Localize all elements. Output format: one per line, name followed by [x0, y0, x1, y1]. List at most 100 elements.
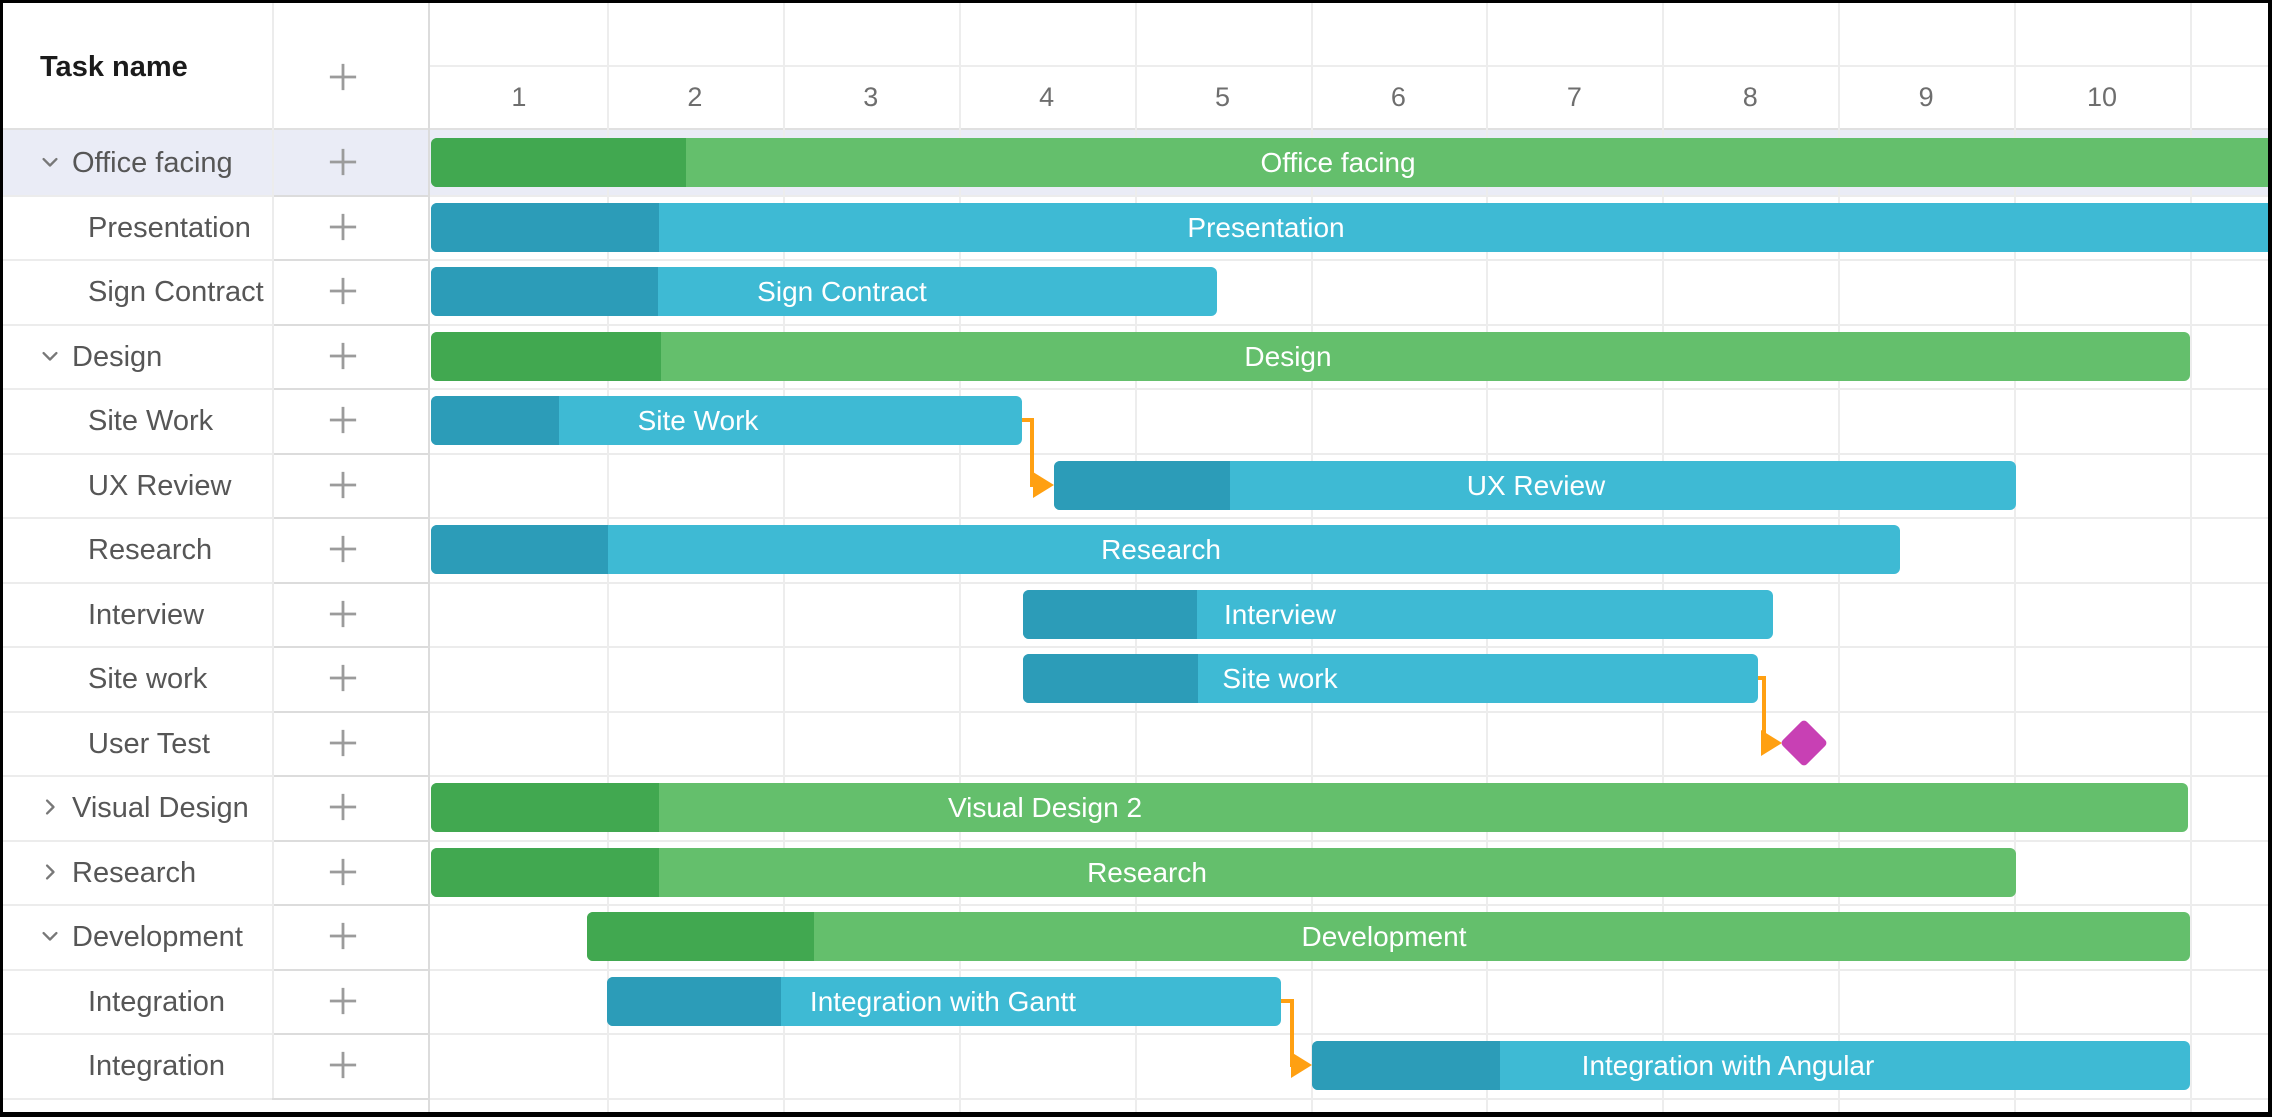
- add-subtask-button[interactable]: [322, 1044, 364, 1086]
- task-progress-fill: [1023, 589, 1197, 639]
- chevron-right-icon[interactable]: [36, 858, 64, 886]
- link-integration-gantt-to-angular-vertical: [1290, 998, 1294, 1068]
- grid-row-research[interactable]: Research: [0, 517, 428, 582]
- plus-icon: [329, 149, 357, 176]
- plus-icon: [329, 342, 357, 369]
- scale-tick-6: 6: [1390, 82, 1406, 112]
- task-name-label: Interview: [88, 598, 205, 631]
- plus-icon: [329, 858, 357, 885]
- task-bar-site-work[interactable]: [431, 396, 1022, 445]
- add-column-separator-line: [272, 388, 428, 390]
- task-bar-presentation[interactable]: [431, 202, 2272, 252]
- add-subtask-button[interactable]: [322, 270, 364, 312]
- scale-tick-5: 5: [1215, 82, 1231, 112]
- grid-row-research[interactable]: Research: [0, 840, 428, 905]
- task-name-label: Site Work: [88, 405, 214, 437]
- task-name-label: UX Review: [88, 469, 232, 502]
- add-column-separator-line: [272, 517, 428, 519]
- task-bar-integration-with-gantt[interactable]: [607, 976, 1281, 1026]
- task-bar-ux-review[interactable]: [1054, 460, 2016, 510]
- link-site-work-to-ux-review-horizontal: [1030, 482, 1034, 487]
- task-bar-office-facing[interactable]: [431, 138, 2272, 187]
- task-progress-fill: [607, 976, 781, 1026]
- task-bar-sign-contract[interactable]: [431, 267, 1217, 316]
- grid-timeline-divider: [428, 0, 430, 1117]
- task-progress-fill: [431, 525, 608, 574]
- grid-row-visual-design[interactable]: Visual Design: [0, 775, 428, 840]
- plus-icon: [329, 536, 357, 563]
- chevron-down-icon[interactable]: [36, 148, 64, 176]
- task-bar-research[interactable]: [431, 847, 2016, 897]
- task-name-label: Site work: [88, 663, 208, 695]
- plus-icon: [329, 63, 357, 91]
- grid-row-sign-contract[interactable]: Sign Contract: [0, 259, 428, 324]
- scale-tick-9: 9: [1918, 82, 1934, 112]
- add-subtask-button[interactable]: [322, 206, 364, 248]
- grid-row-design[interactable]: Design: [0, 324, 428, 389]
- task-name-label: Development: [72, 921, 243, 953]
- add-column-separator-line: [272, 452, 428, 455]
- grid-row-user-test[interactable]: User Test: [0, 711, 428, 776]
- task-name-label: Presentation: [88, 211, 251, 244]
- grid-row-interview[interactable]: Interview: [0, 582, 428, 647]
- task-name-label: Visual Design: [72, 792, 249, 824]
- scale-tick-4: 4: [1039, 82, 1055, 112]
- add-subtask-button[interactable]: [322, 464, 364, 506]
- add-subtask-button[interactable]: [322, 722, 364, 764]
- plus-icon: [329, 213, 357, 240]
- add-subtask-button[interactable]: [322, 399, 364, 441]
- chevron-down-icon[interactable]: [36, 922, 64, 950]
- scale-tick-7: 7: [1566, 82, 1582, 112]
- add-subtask-button[interactable]: [322, 141, 364, 183]
- task-bar-development[interactable]: [587, 912, 2190, 961]
- link-site-work-to-user-test-arrowhead-icon: [1761, 729, 1782, 756]
- scale-tick-3: 3: [863, 82, 879, 112]
- add-subtask-button[interactable]: [322, 528, 364, 570]
- milestone-user-test[interactable]: [1779, 718, 1829, 767]
- task-bar-integration-with-angular[interactable]: [1312, 1041, 2190, 1090]
- task-name-label: Sign Contract: [88, 276, 264, 308]
- add-subtask-button[interactable]: [322, 915, 364, 957]
- link-site-work-to-ux-review-vertical: [1030, 418, 1034, 487]
- grid-row-integration[interactable]: Integration: [0, 1033, 428, 1098]
- add-subtask-button[interactable]: [322, 786, 364, 828]
- task-name-label: Research: [72, 856, 197, 889]
- add-subtask-button[interactable]: [322, 657, 364, 699]
- add-column-separator-line: [272, 323, 428, 326]
- grid-row-ux-review[interactable]: UX Review: [0, 453, 428, 518]
- plus-icon: [329, 407, 357, 434]
- grid-column-divider: [272, 0, 274, 1098]
- grid-row-office-facing[interactable]: Office facing: [0, 130, 428, 195]
- plus-icon: [329, 665, 357, 692]
- chevron-down-icon[interactable]: [36, 342, 64, 370]
- grid-row-integration[interactable]: Integration: [0, 969, 428, 1034]
- task-progress-fill: [431, 783, 659, 832]
- task-bar-research[interactable]: [431, 525, 1900, 574]
- task-progress-fill: [587, 912, 814, 961]
- task-bar-interview[interactable]: [1023, 589, 1773, 639]
- task-progress-fill: [431, 267, 658, 316]
- grid-row-presentation[interactable]: Presentation: [0, 195, 428, 260]
- grid-row-site-work[interactable]: Site work: [0, 646, 428, 711]
- add-subtask-button[interactable]: [322, 980, 364, 1022]
- add-column-separator-line: [272, 194, 428, 197]
- scale-tick-8: 8: [1742, 82, 1758, 112]
- task-bar-design[interactable]: [431, 331, 2190, 381]
- chevron-right-icon[interactable]: [36, 793, 64, 821]
- add-subtask-button[interactable]: [322, 593, 364, 635]
- add-column-separator-line: [272, 904, 428, 906]
- add-column-separator-line: [272, 259, 428, 261]
- add-subtask-button[interactable]: [322, 335, 364, 377]
- grid-header-add-task-button[interactable]: [322, 56, 364, 98]
- task-progress-fill: [1054, 460, 1230, 510]
- add-subtask-button[interactable]: [322, 851, 364, 893]
- plus-icon: [329, 987, 357, 1014]
- plus-icon: [329, 923, 357, 950]
- grid-row-development[interactable]: Development: [0, 904, 428, 969]
- add-column-separator-line: [272, 710, 428, 713]
- task-name-label: Integration: [88, 985, 226, 1018]
- task-bar-site-work[interactable]: [1023, 654, 1758, 703]
- grid-row-site-work[interactable]: Site Work: [0, 388, 428, 453]
- task-bar-visual-design-2[interactable]: [431, 783, 2188, 832]
